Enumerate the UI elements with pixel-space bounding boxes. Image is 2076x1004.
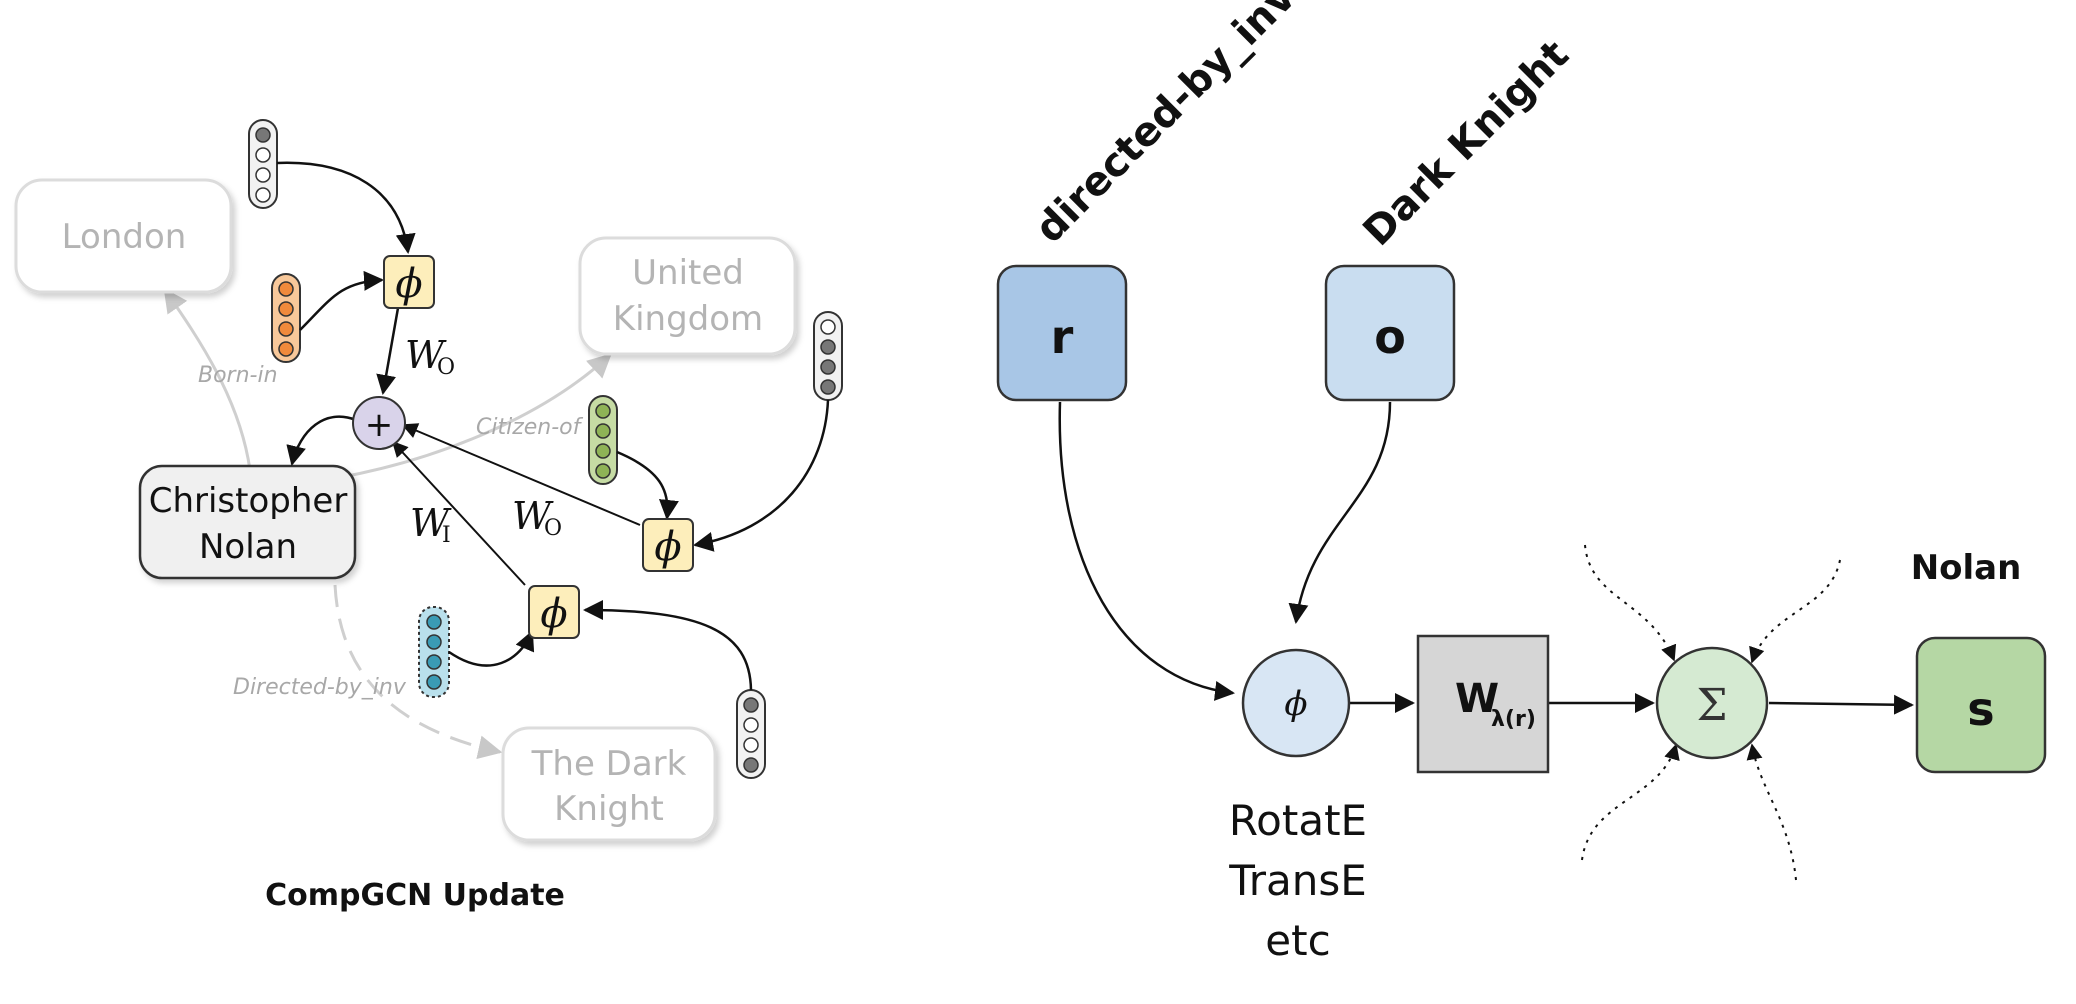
svg-text:O: O bbox=[544, 516, 562, 541]
arrow-green-to-phi bbox=[616, 450, 679, 520]
svg-text:λ(r): λ(r) bbox=[1491, 707, 1536, 732]
united-kingdom-label-line1: United bbox=[632, 253, 744, 293]
svg-text:W: W bbox=[405, 333, 447, 377]
united-kingdom-label-line2: Kingdom bbox=[613, 299, 763, 339]
weight-w-out-lower: W O bbox=[512, 494, 562, 541]
left-panel-compgcn: London United Kingdom The Dark Knight Ch… bbox=[14, 119, 843, 913]
svg-text:O: O bbox=[437, 355, 455, 380]
weight-node-w: W λ(r) bbox=[1416, 634, 1550, 774]
entity-united-kingdom: United Kingdom bbox=[578, 236, 797, 356]
plus-symbol: + bbox=[365, 405, 394, 445]
phi-symbol: ϕ bbox=[395, 261, 422, 307]
svg-text:W: W bbox=[512, 494, 554, 538]
dotted-message-top-right bbox=[1749, 559, 1841, 664]
arrow-r-to-phi bbox=[1058, 401, 1235, 701]
svg-text:r: r bbox=[1051, 310, 1074, 364]
plus-aggregator: + bbox=[352, 396, 406, 450]
entity-the-dark-knight: The Dark Knight bbox=[501, 726, 717, 842]
dotted-message-bottom-right bbox=[1746, 743, 1797, 881]
object-node-o: o bbox=[1324, 264, 1456, 402]
arrow-o-to-phi bbox=[1288, 401, 1392, 624]
example-transe: TransE bbox=[1228, 856, 1367, 905]
citizen-of-label: Citizen-of bbox=[476, 415, 584, 440]
svg-text:W: W bbox=[410, 501, 452, 545]
right-panel-decoder: directed-by_inv Dark Knight r o ϕ W λ(r) bbox=[996, 0, 2047, 965]
weight-w-out-top: W O bbox=[405, 333, 455, 380]
christopher-nolan-label-line2: Nolan bbox=[199, 527, 297, 567]
entity-vector-orange bbox=[271, 273, 301, 363]
relation-rotated-label: directed-by_inv bbox=[1027, 0, 1305, 252]
example-etc: etc bbox=[1265, 916, 1330, 965]
london-label: London bbox=[62, 217, 187, 257]
entity-london: London bbox=[14, 178, 233, 294]
svg-text:o: o bbox=[1374, 310, 1406, 364]
compgcn-caption: CompGCN Update bbox=[265, 878, 565, 913]
relation-vector-top bbox=[248, 119, 278, 209]
svg-text:W: W bbox=[1455, 676, 1499, 722]
arrow-teal-to-phi bbox=[448, 630, 535, 667]
arrow-mid-phi-to-plus bbox=[401, 423, 641, 526]
arrow-bottom-phi-to-plus bbox=[391, 440, 526, 586]
arrow-orange-to-phi bbox=[299, 270, 384, 331]
directed-by-inv-edge bbox=[333, 584, 503, 760]
phi-operator-right: ϕ bbox=[642, 518, 694, 572]
subject-node-s: s bbox=[1915, 636, 2047, 774]
svg-text:Σ: Σ bbox=[1696, 680, 1727, 731]
relation-node-r: r bbox=[996, 264, 1128, 402]
dotted-message-top-left bbox=[1584, 544, 1677, 662]
object-rotated-label: Dark Knight bbox=[1355, 32, 1578, 255]
relation-vector-bottom bbox=[736, 689, 766, 779]
example-rotate: RotatE bbox=[1229, 796, 1367, 845]
entity-vector-green bbox=[588, 395, 618, 485]
phi-operator-bottom: ϕ bbox=[528, 585, 580, 639]
dark-knight-label-line2: Knight bbox=[554, 789, 664, 829]
christopher-nolan-label-line1: Christopher bbox=[149, 481, 348, 521]
arrow-phi-to-plus bbox=[376, 307, 400, 395]
directed-by-inv-label: Directed-by_inv bbox=[233, 675, 407, 700]
entity-vector-teal bbox=[418, 606, 450, 698]
sum-node: Σ bbox=[1655, 646, 1769, 760]
relation-vector-right bbox=[813, 311, 843, 401]
arrow-bottom-vector-to-phi bbox=[583, 600, 753, 691]
weight-w-in: W I bbox=[410, 501, 452, 548]
arrow-top-vector-to-phi bbox=[276, 161, 416, 254]
entity-christopher-nolan: Christopher Nolan bbox=[138, 464, 357, 580]
svg-text:I: I bbox=[442, 523, 451, 548]
arrow-sum-to-s bbox=[1768, 694, 1914, 715]
phi-operator-top: ϕ bbox=[383, 255, 435, 309]
composition-phi-node: ϕ bbox=[1241, 648, 1351, 758]
arrow-plus-to-nolan bbox=[286, 415, 357, 466]
arrow-right-vector-to-phi bbox=[693, 399, 830, 552]
svg-text:ϕ: ϕ bbox=[1284, 684, 1307, 724]
dark-knight-label-line1: The Dark bbox=[531, 744, 687, 784]
born-in-label: Born-in bbox=[198, 363, 278, 388]
phi-symbol: ϕ bbox=[540, 591, 567, 637]
born-in-edge bbox=[163, 288, 252, 471]
svg-text:s: s bbox=[1967, 682, 1994, 736]
phi-symbol: ϕ bbox=[654, 524, 681, 570]
subject-label-nolan: Nolan bbox=[1911, 548, 2022, 588]
composition-examples: RotatE TransE etc bbox=[1228, 796, 1367, 965]
dotted-message-bottom-left bbox=[1581, 743, 1680, 861]
